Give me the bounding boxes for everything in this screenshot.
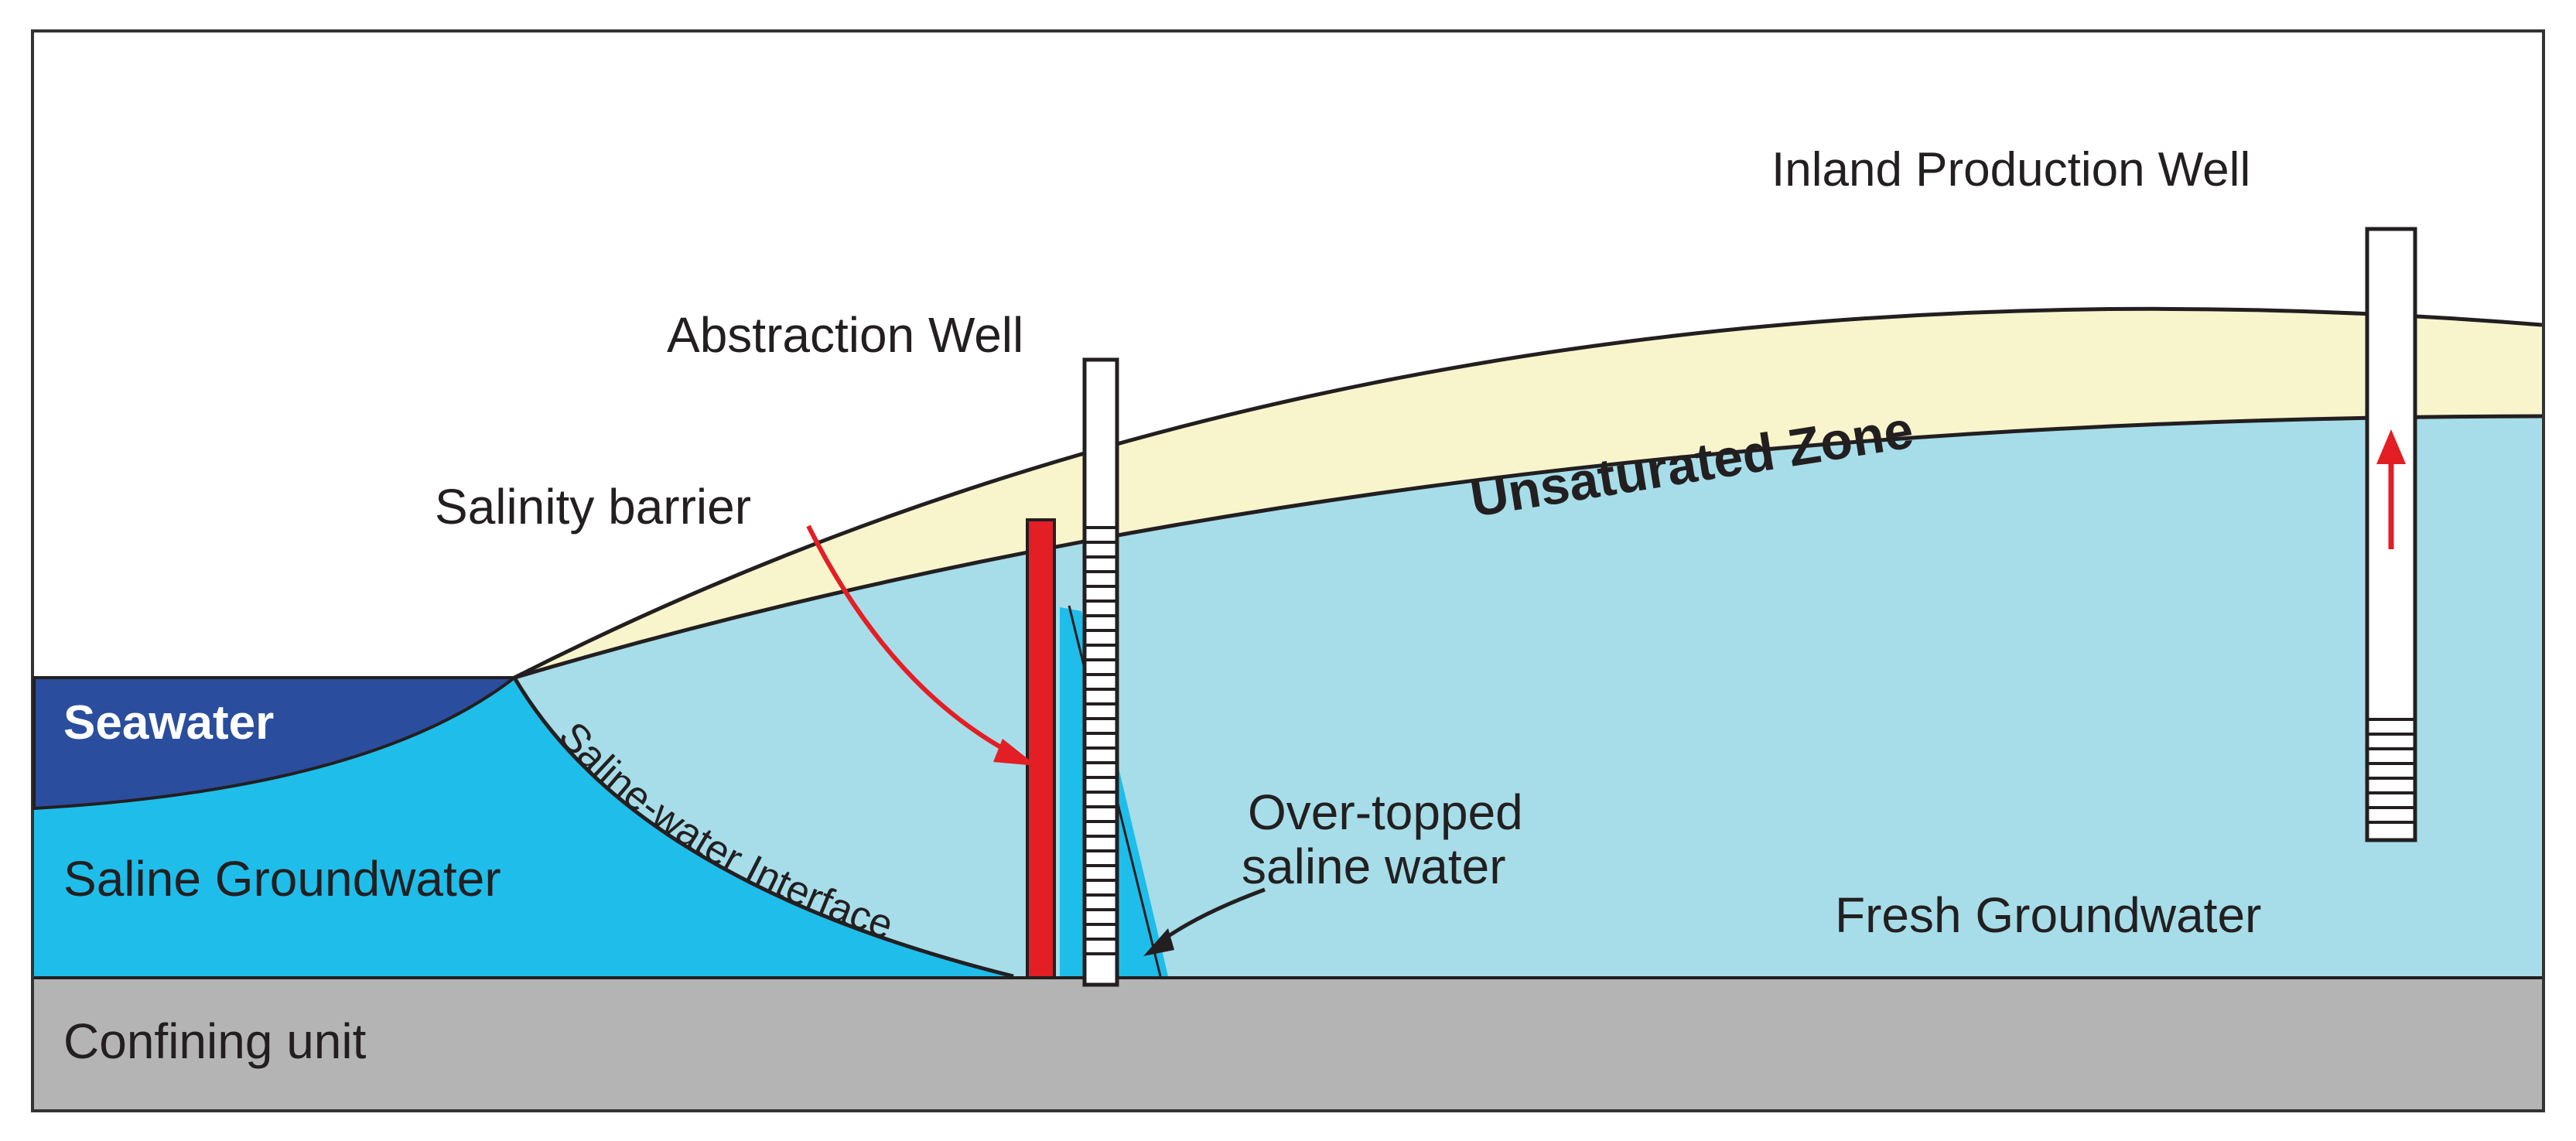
- unsaturated-zone-region: [514, 309, 2542, 678]
- overtopped-label-line2: saline water: [1242, 839, 1506, 894]
- salinity-barrier-label: Salinity barrier: [435, 479, 751, 535]
- abstraction-well: [1082, 357, 1119, 987]
- overtopped-pointer-icon: [1143, 928, 1174, 956]
- ground-surface-line: [513, 306, 2543, 680]
- overtopped-label-line1: Over-topped: [1248, 784, 1523, 840]
- salinity-barrier-pointer-line: [806, 524, 1015, 757]
- confining-unit-region: [34, 978, 2542, 1109]
- abstraction-well-screen: [1086, 526, 1115, 955]
- seawater-region: [32, 676, 519, 811]
- fresh-groundwater-label: Fresh Groundwater: [1835, 887, 2261, 943]
- saline-water-interface-line: [512, 676, 1014, 979]
- inland-production-well: [2365, 227, 2417, 842]
- saline-groundwater-label: Saline Groundwater: [63, 851, 501, 907]
- abstraction-well-label: Abstraction Well: [667, 307, 1023, 363]
- inland-well-screen: [2369, 718, 2414, 824]
- water-table-line: [514, 414, 2543, 680]
- pumping-arrow-icon: [2376, 429, 2406, 464]
- salinity-barrier-pointer-icon: [993, 739, 1037, 766]
- fresh-groundwater-region: [34, 363, 2542, 978]
- seawater-label: Seawater: [63, 696, 274, 750]
- confining-unit-label: Confining unit: [63, 1013, 367, 1069]
- salinity-barrier: [1026, 518, 1056, 979]
- inland-well-label: Inland Production Well: [1771, 143, 2250, 196]
